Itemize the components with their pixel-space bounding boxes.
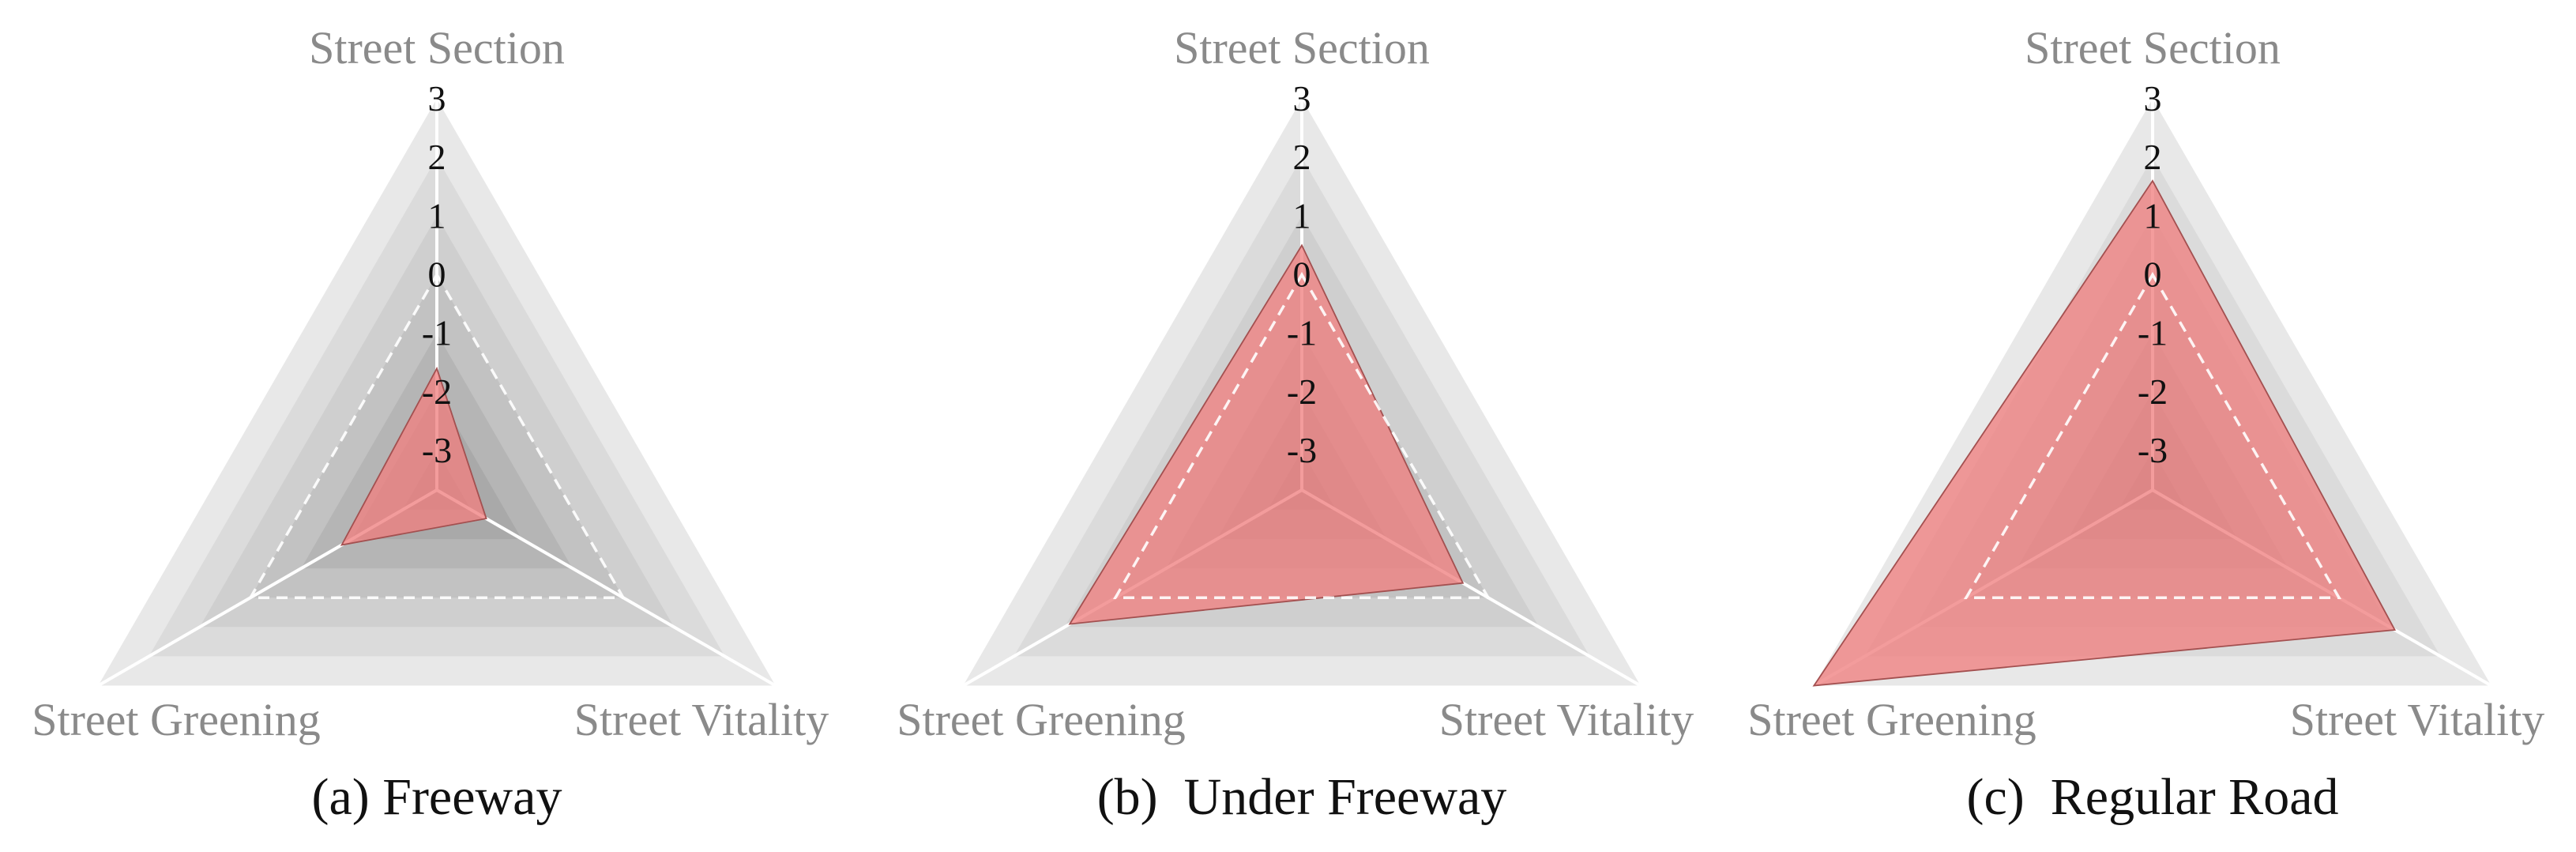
tick-label: 0 <box>1293 254 1311 295</box>
chart-caption: (b) Under Freeway <box>1097 768 1507 826</box>
tick-label: 1 <box>428 195 446 236</box>
axis-title-street-vitality: Street Vitality <box>1439 694 1694 745</box>
tick-label: 1 <box>2144 195 2162 236</box>
data-polygon <box>1812 179 2397 687</box>
tick-label: -1 <box>2138 313 2168 353</box>
tick-label: -1 <box>422 313 452 353</box>
axis-title-street-greening: Street Greening <box>897 694 1186 745</box>
data-polygon <box>340 366 487 546</box>
tick-label: 1 <box>1293 195 1311 236</box>
tick-label: 0 <box>2144 254 2162 295</box>
tick-label: 2 <box>1293 137 1311 177</box>
zero-reference-line <box>1963 271 2342 600</box>
zero-reference-line <box>247 271 626 600</box>
axis-title-street-section: Street Section <box>2025 22 2281 74</box>
tick-label: -2 <box>1287 371 1317 412</box>
axis-title-street-greening: Street Greening <box>1747 694 2036 745</box>
axis-spoke-2 <box>436 488 777 688</box>
tick-label: -3 <box>422 430 452 470</box>
data-polygon <box>1068 243 1465 625</box>
axis-title-street-section: Street Section <box>309 22 565 74</box>
tick-label: -3 <box>2138 430 2168 470</box>
tick-label: 3 <box>2144 78 2162 119</box>
tick-label: -2 <box>2138 371 2168 412</box>
tick-label: 2 <box>2144 137 2162 177</box>
zero-reference-line <box>1112 271 1491 600</box>
axis-title-street-vitality: Street Vitality <box>574 694 829 745</box>
tick-label: 3 <box>1293 78 1311 119</box>
chart-caption: (a) Freeway <box>312 768 562 826</box>
tick-label: -1 <box>1287 313 1317 353</box>
axis-title-street-section: Street Section <box>1174 22 1430 74</box>
chart-caption: (c) Regular Road <box>1967 768 2339 826</box>
axis-title-street-greening: Street Greening <box>32 694 321 745</box>
tick-label: -3 <box>1287 430 1317 470</box>
tick-label: 3 <box>428 78 446 119</box>
axis-title-street-vitality: Street Vitality <box>2290 694 2544 745</box>
tick-label: 0 <box>428 254 446 295</box>
tick-label: -2 <box>422 371 452 412</box>
tick-label: 2 <box>428 137 446 177</box>
